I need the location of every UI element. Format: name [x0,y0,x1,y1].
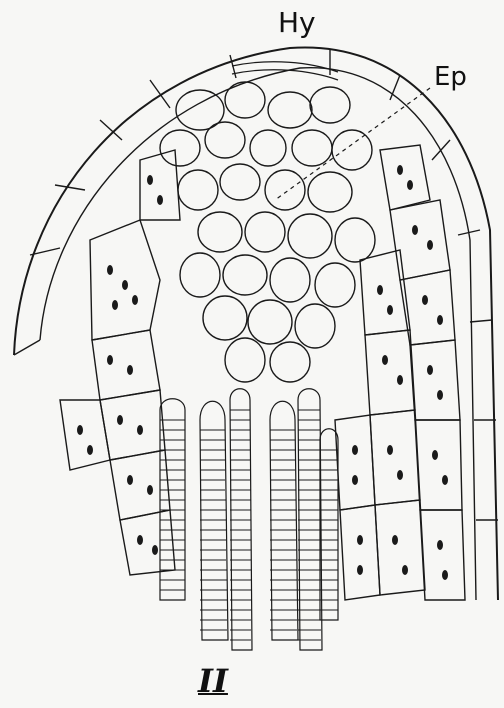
figure-number-label: II [198,662,228,700]
outer-epidermis-outline [14,47,498,600]
epithem-cells [160,82,375,382]
hydathode-label: Hy [278,6,316,39]
right-sheath-cells [335,145,465,600]
epidermis-cell-walls [14,50,498,520]
left-sheath-cells [60,150,180,575]
tracheids [160,389,338,650]
epithem-label: Ep [434,62,467,92]
tracheid-striations [160,410,338,640]
epithem-leader-line [275,88,430,200]
